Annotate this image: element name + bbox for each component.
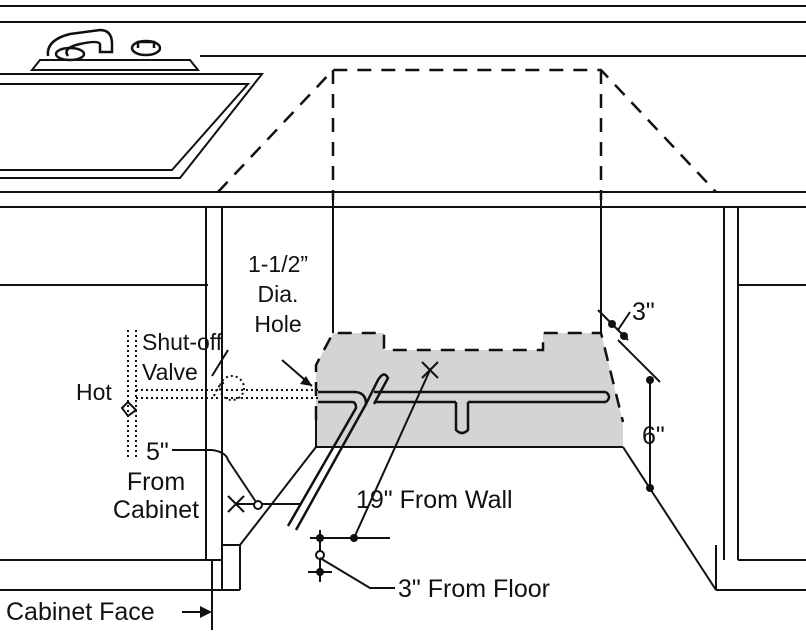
- dimension-six-inch: [617, 339, 661, 492]
- label-hot: Hot: [76, 379, 112, 405]
- label-five-from: From: [127, 468, 185, 496]
- dimension-from-cabinet: [172, 449, 300, 513]
- label-hole-line3: Hole: [254, 311, 301, 337]
- label-from-floor: 3" From Floor: [398, 575, 550, 603]
- dimension-from-wall: [310, 361, 439, 542]
- label-five-cabinet: Cabinet: [113, 496, 199, 524]
- hot-water-pipe: [120, 330, 318, 460]
- right-cabinet: [715, 207, 806, 591]
- label-cabinet-face: Cabinet Face: [6, 598, 155, 626]
- label-five-inch: 5": [146, 438, 169, 466]
- dimension-three-inch-top: [597, 309, 631, 341]
- label-hole-line2: Dia.: [258, 281, 299, 307]
- cabinet-face-arrow: [182, 560, 213, 630]
- shut-off-valve-icon: [211, 349, 245, 401]
- left-cabinet: [0, 207, 241, 591]
- dishwasher-opening: [239, 200, 717, 591]
- label-three-inch-top: 3": [632, 298, 655, 326]
- hole-leader-arrow: [300, 376, 312, 386]
- label-shutoff-line1: Shut-off: [142, 329, 223, 355]
- shaded-opening-outline: [314, 331, 625, 423]
- label-from-wall: 19" From Wall: [356, 486, 513, 514]
- label-six-inch: 6": [642, 422, 665, 450]
- sink-faucet-icon: [29, 28, 201, 71]
- label-shutoff-line2: Valve: [142, 359, 198, 385]
- shaded-opening-area: [316, 333, 623, 447]
- countertop-opening-outline: [217, 68, 717, 200]
- label-hole-line1: 1-1/2”: [248, 251, 308, 277]
- wall-top-lines: [0, 5, 806, 57]
- countertop: [0, 191, 806, 208]
- sink-basin: [0, 73, 265, 179]
- dimension-from-floor: [308, 530, 395, 589]
